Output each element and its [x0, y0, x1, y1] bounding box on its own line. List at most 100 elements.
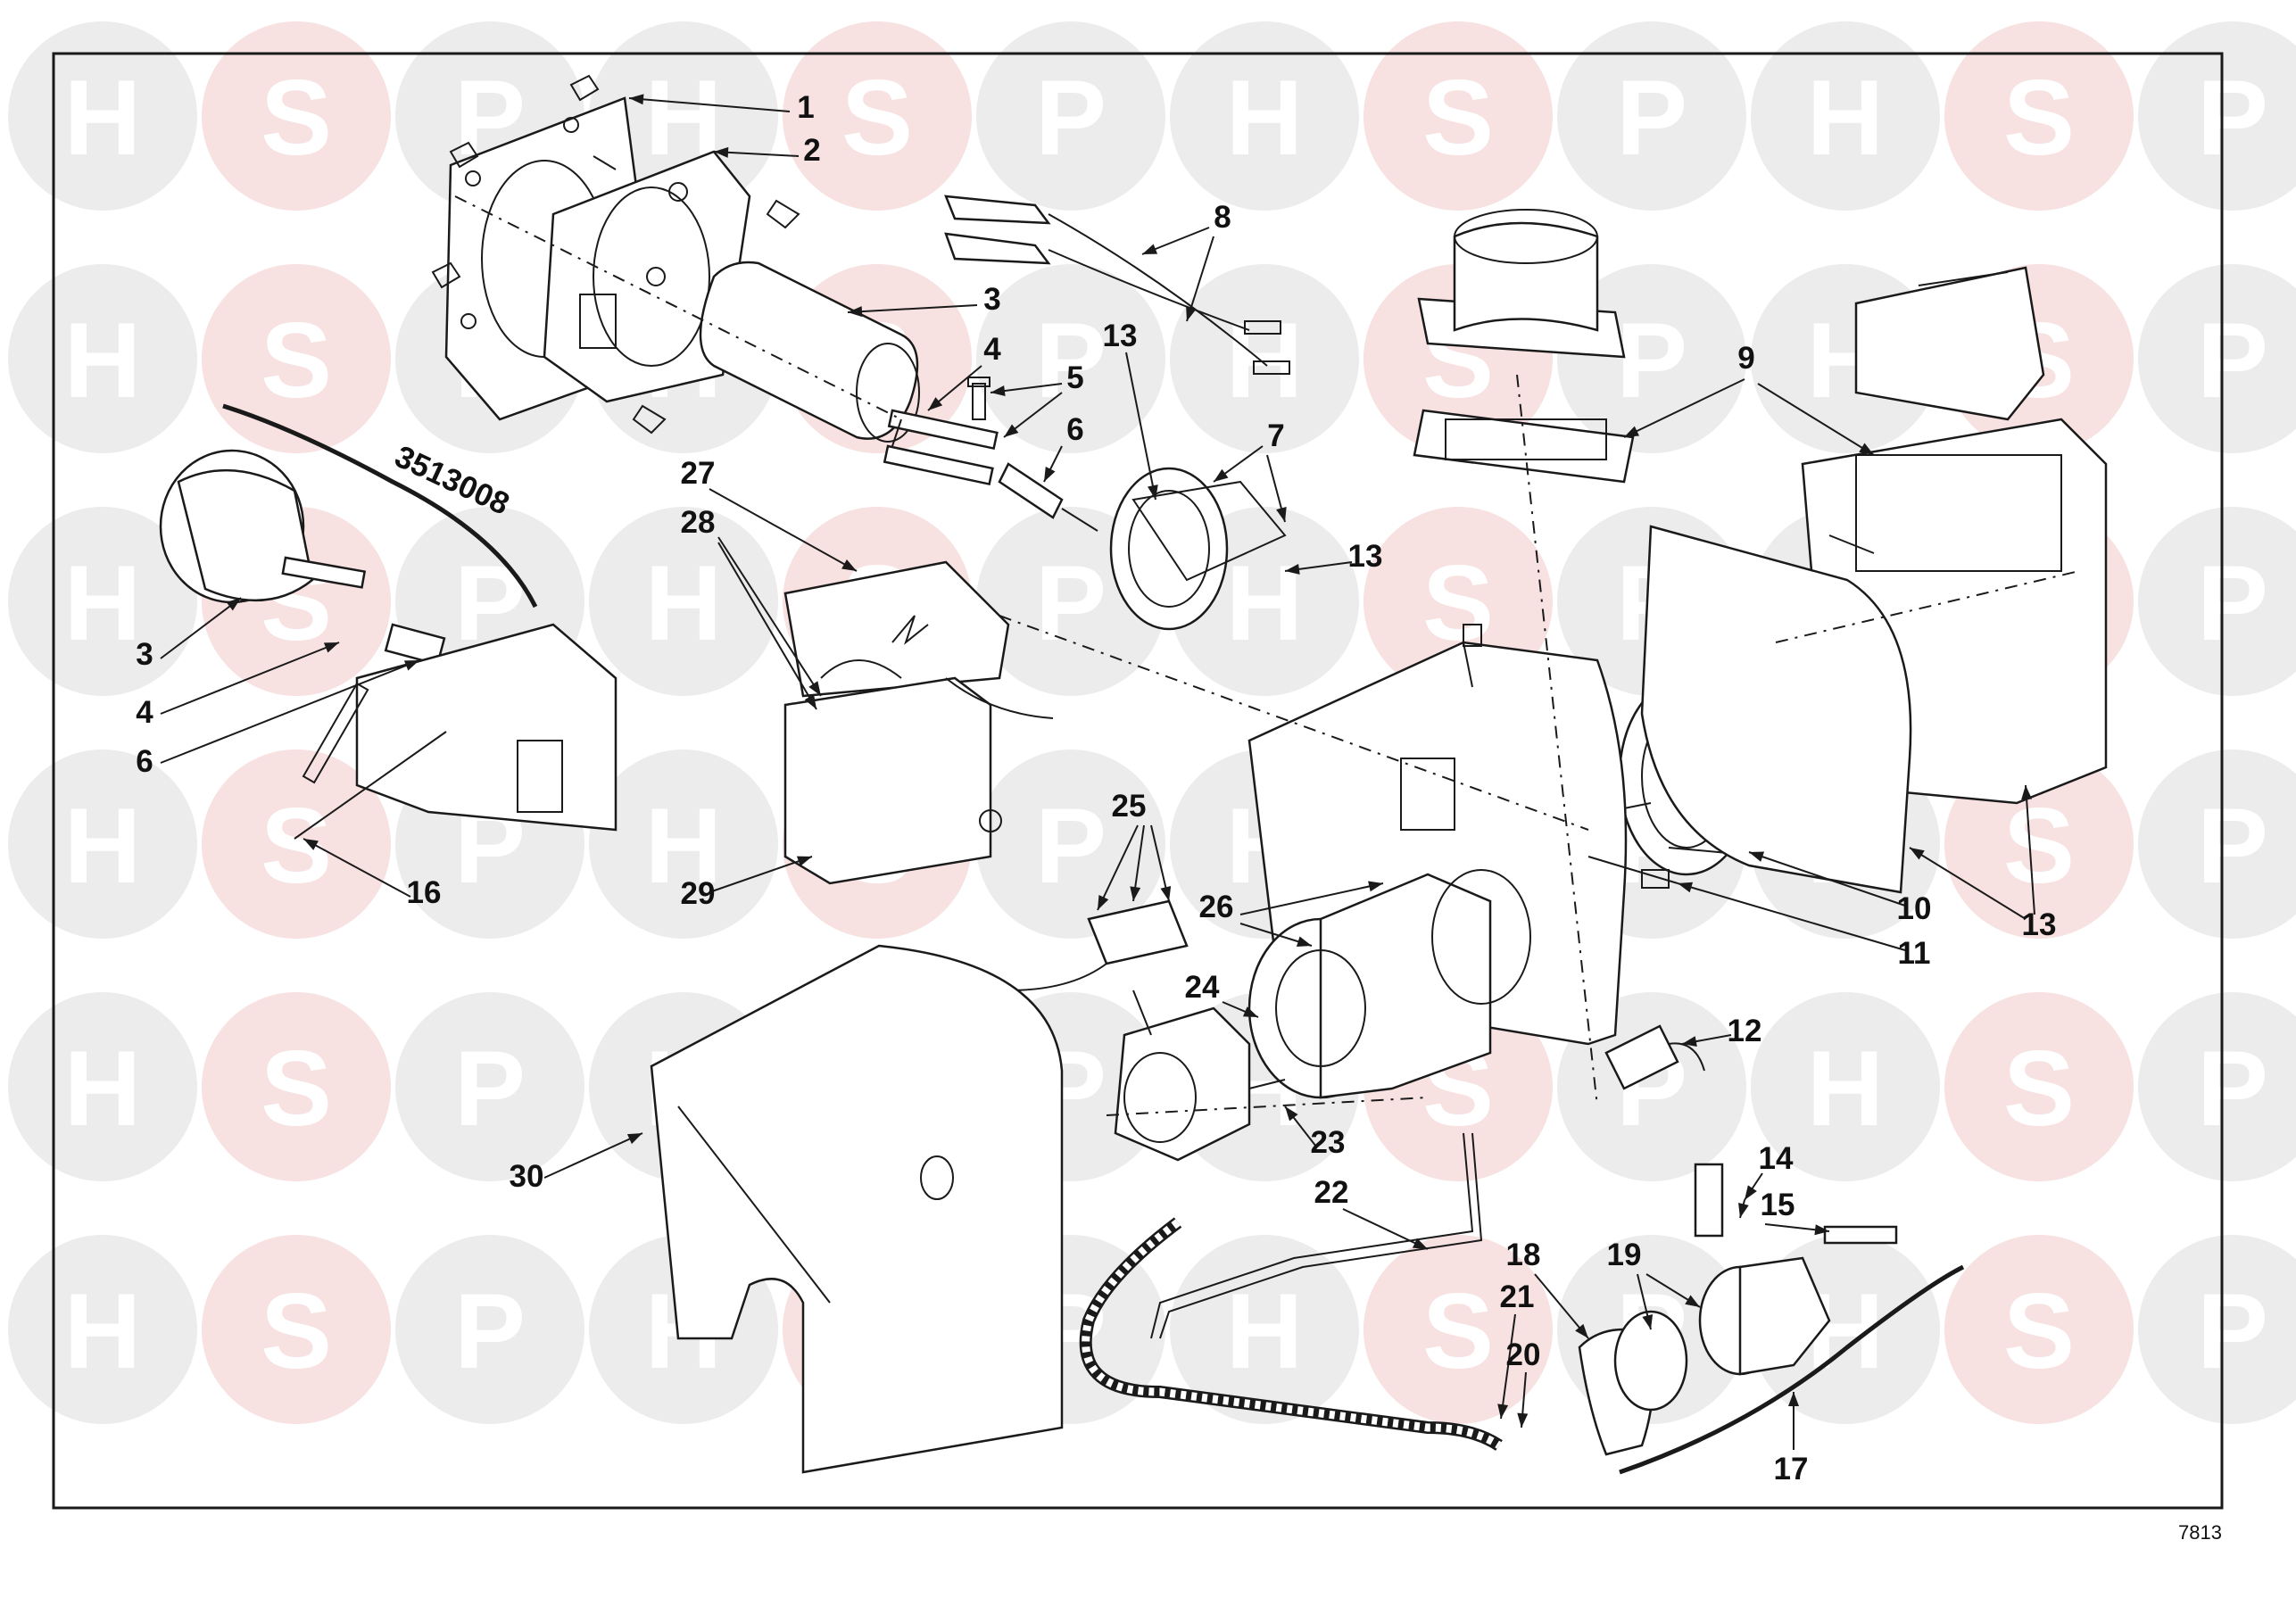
watermark-letter: P [454, 1029, 526, 1148]
arrow-head [303, 839, 319, 850]
leader-line [717, 536, 822, 697]
arrow-head [1296, 936, 1312, 947]
watermark-circle [1944, 992, 2134, 1181]
arrow-head [1497, 1404, 1509, 1419]
part-control-box [783, 560, 1054, 885]
watermark-circle [8, 21, 197, 211]
part-ht-leads [944, 195, 1290, 375]
leader-line [1677, 882, 1906, 951]
callout-label: 4 [136, 695, 153, 730]
leader-line [709, 488, 858, 572]
watermark-letter: S [261, 786, 332, 906]
callout-label: 13 [1103, 319, 1138, 353]
leader-line [628, 97, 791, 112]
callout-label: 27 [681, 456, 716, 491]
arrow-head [796, 856, 812, 866]
leader-line [1342, 1208, 1429, 1250]
leader-line [160, 642, 340, 715]
arrow-head [1738, 1203, 1749, 1218]
watermark-circle [1170, 1235, 1359, 1424]
callout-label: 11 [1898, 936, 1931, 971]
callout-label: 6 [1066, 412, 1083, 447]
bracket-17 [1619, 1264, 1965, 1475]
arrow-head [1678, 882, 1694, 893]
watermark-circle [1751, 992, 1940, 1181]
callout-label: 7 [1267, 418, 1284, 453]
callout-label: 2 [803, 133, 820, 168]
leader-line [717, 542, 817, 710]
watermark-letter: P [1035, 543, 1107, 663]
part-motor [1247, 869, 1531, 1099]
watermark-circle [2138, 264, 2296, 453]
watermark-circle [202, 21, 391, 211]
arrow-head [1412, 1238, 1428, 1249]
part-air-intake [1413, 209, 1635, 484]
callout-label: 26 [1199, 890, 1234, 924]
arrow-head [1368, 881, 1383, 892]
callout-label: 4 [983, 332, 1001, 367]
watermark-circle [589, 21, 778, 211]
watermark-letter: H [64, 543, 142, 663]
arrow-head [714, 146, 729, 158]
leader-line [160, 597, 242, 659]
arrow-head [1160, 886, 1172, 901]
part-blast-tube [699, 261, 920, 443]
watermark-circle [2138, 507, 2296, 696]
callout-label: 15 [1761, 1188, 1795, 1222]
callout-label: 25 [1112, 789, 1147, 824]
watermark-letter: P [2197, 58, 2268, 178]
leader-line [1186, 236, 1214, 322]
watermark-circle [976, 264, 1165, 453]
watermark-circle [1944, 1235, 2134, 1424]
figure-number: 7813 [2178, 1521, 2222, 1544]
watermark-circle [976, 749, 1165, 939]
part-fan-housing [1640, 525, 1912, 894]
part-air-damper [1109, 467, 1287, 631]
leader-line [303, 838, 411, 898]
watermark-circle [8, 749, 197, 939]
callout-label: 1 [797, 90, 814, 125]
watermark-letter: H [64, 786, 142, 906]
callout-label: 30 [510, 1159, 544, 1194]
arrow-head [1242, 1006, 1258, 1017]
diagram-frame [52, 52, 2224, 1510]
arrow-head [1214, 468, 1229, 482]
callout-label: 17 [1774, 1452, 1809, 1486]
part-connector [998, 462, 1098, 532]
watermark-letter: P [2197, 1029, 2268, 1148]
arrow-head [629, 94, 644, 105]
watermark-letter: P [1616, 58, 1687, 178]
arrow-head [1186, 305, 1197, 321]
construction-lines [454, 195, 2080, 1116]
arrow-head [1130, 886, 1141, 901]
arrow-head [1517, 1412, 1529, 1428]
callout-label: 21 [1500, 1279, 1535, 1314]
watermark-circle [8, 1235, 197, 1424]
part-electrode [883, 409, 999, 486]
arrow-head [1575, 1323, 1588, 1338]
arrow-head [2021, 785, 2033, 800]
arrow-head [848, 306, 863, 318]
arrow-head [1285, 1106, 1298, 1122]
watermark-letter: H [1226, 58, 1304, 178]
leader-line [1748, 851, 1906, 907]
arrow-head [1624, 426, 1640, 437]
watermark-letter: P [454, 1271, 526, 1391]
callout-label: 19 [1607, 1238, 1642, 1272]
watermark-letter: P [2197, 543, 2268, 663]
watermark-letter: P [1035, 301, 1107, 420]
watermark-circle [2138, 992, 2296, 1181]
part-cover-hood [650, 944, 1064, 1474]
callout-label: 10 [1897, 891, 1932, 926]
part-oil-pump [1114, 990, 1286, 1162]
part-photocell [1587, 856, 1678, 889]
part-solenoid [1604, 1024, 1705, 1090]
watermark-letter: H [1226, 543, 1304, 663]
watermark-circle [1170, 264, 1359, 453]
watermark-letter: S [261, 1029, 332, 1148]
watermark-circle [202, 1235, 391, 1424]
watermark-letter: S [841, 58, 913, 178]
callout-label: 9 [1737, 341, 1754, 376]
watermark-letter: H [64, 301, 142, 420]
